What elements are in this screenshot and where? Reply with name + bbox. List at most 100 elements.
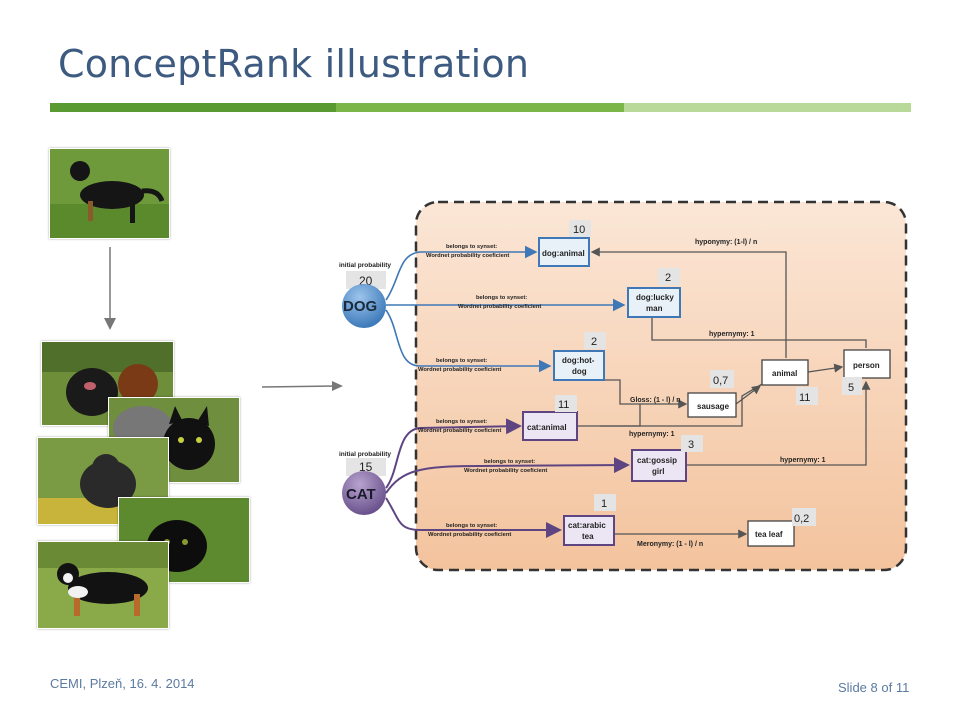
node-tea-leaf-label: tea leaf bbox=[755, 530, 783, 539]
node-tea-leaf: tea leaf 0,2 bbox=[747, 508, 816, 547]
label-hyponymy: hyponymy: (1-l) / n bbox=[695, 239, 757, 246]
node-person: person 5 bbox=[842, 349, 891, 395]
cat-initial-label: initial probability bbox=[339, 451, 391, 458]
label-gloss: Gloss: (1 - l) / n bbox=[630, 397, 681, 404]
value-box bbox=[710, 370, 734, 388]
node-dog-lucky: dog:lucky man 2 bbox=[627, 268, 681, 318]
rel-gloss bbox=[604, 379, 688, 409]
node-tea-leaf-value: 0,2 bbox=[794, 513, 809, 525]
label-hypernymy-2: hypernymy: 1 bbox=[629, 431, 675, 438]
node-dog-lucky-value: 2 bbox=[665, 272, 671, 284]
dog-node bbox=[342, 284, 386, 328]
node-cat-animal-value: 11 bbox=[558, 399, 569, 411]
photo-two-dogs bbox=[41, 341, 174, 426]
node-cat-arabic-value: 1 bbox=[601, 498, 607, 510]
node-animal-value: 11 bbox=[799, 392, 810, 404]
node-cat-arabic-label1: cat:arabic bbox=[568, 521, 606, 530]
dog-photo-icon bbox=[42, 342, 173, 425]
edge-label-3b: Wordnet probability coeficient bbox=[418, 367, 501, 373]
node-cat-gossip-label1: cat:gossip bbox=[637, 456, 677, 465]
dog-photo-icon bbox=[38, 542, 168, 628]
edge-cat-animal bbox=[385, 418, 522, 489]
node-dog-hot-label2: dog bbox=[572, 367, 587, 376]
diagram-panel bbox=[414, 200, 908, 572]
cat-node-label: CAT bbox=[346, 486, 376, 503]
node-cat-arabic: cat:arabic tea 1 bbox=[563, 494, 616, 546]
value-box bbox=[594, 494, 616, 511]
dog-initial-label: initial probability bbox=[339, 262, 391, 269]
node-dog-animal-label: dog:animal bbox=[542, 249, 585, 258]
value-box bbox=[658, 268, 680, 285]
photo-dog-black-tan bbox=[49, 148, 170, 239]
rel-animal-person bbox=[807, 363, 844, 373]
node-dog-animal-value: 10 bbox=[573, 224, 585, 236]
node-cat-gossip: cat:gossip girl 3 bbox=[631, 435, 703, 482]
edge-labels: belongs to synset: Wordnet probability c… bbox=[418, 244, 547, 538]
edge-label-5b: Wordnet probability coeficient bbox=[464, 468, 547, 474]
edge-label-6a: belongs to synset: bbox=[446, 523, 497, 529]
value-box bbox=[584, 332, 606, 349]
node-cat-arabic-label2: tea bbox=[582, 532, 594, 541]
node-cat-animal: cat:animal 11 bbox=[522, 395, 578, 441]
dog-node-label: DOG bbox=[343, 298, 377, 315]
label-hypernymy-3: hypernymy: 1 bbox=[780, 457, 826, 464]
node-dog-hot-label1: dog:hot- bbox=[562, 356, 595, 365]
cat-initial-box bbox=[346, 458, 386, 476]
edge-dog-hot bbox=[385, 309, 552, 373]
node-sausage-value: 0,7 bbox=[713, 375, 728, 387]
edge-label-5a: belongs to synset: bbox=[484, 459, 535, 465]
node-cat-animal-label: cat:animal bbox=[527, 423, 567, 432]
label-hypernymy-1: hypernymy: 1 bbox=[709, 331, 755, 338]
edge-cat-arabic bbox=[385, 497, 562, 538]
value-box bbox=[681, 435, 703, 452]
rel-catanimal-animal bbox=[600, 383, 763, 427]
value-box bbox=[569, 220, 591, 237]
node-cat-gossip-label2: girl bbox=[652, 467, 664, 476]
node-animal: animal 11 bbox=[761, 359, 818, 405]
edge-label-1a: belongs to synset: bbox=[446, 244, 497, 250]
node-dog-lucky-label2: man bbox=[646, 304, 663, 313]
photo-small-dog bbox=[37, 437, 169, 525]
node-dog-lucky-label1: dog:lucky bbox=[636, 293, 674, 302]
node-sausage: sausage 0,7 bbox=[687, 370, 737, 418]
photo-bernese-dog bbox=[37, 541, 169, 629]
flow-arrow-right bbox=[261, 385, 337, 388]
value-box bbox=[555, 395, 577, 412]
node-dog-animal: dog:animal 10 bbox=[538, 220, 591, 267]
node-sausage-label: sausage bbox=[697, 402, 730, 411]
footer-event: CEMI, Plzeň, 16. 4. 2014 bbox=[50, 676, 195, 691]
rel-gossip-person bbox=[686, 380, 871, 466]
cat-initial-value: 15 bbox=[359, 460, 373, 474]
node-person-label: person bbox=[853, 361, 880, 370]
edge-label-4b: Wordnet probability coeficient bbox=[418, 428, 501, 434]
value-box bbox=[792, 508, 816, 526]
value-box bbox=[796, 387, 818, 405]
dog-photo-icon bbox=[38, 438, 168, 524]
node-dog-hot: dog:hot- dog 2 bbox=[553, 332, 606, 381]
label-meronymy: Meronymy: (1 - l) / n bbox=[637, 541, 703, 548]
edge-label-1b: Wordnet probability coeficient bbox=[426, 253, 509, 259]
node-dog-hot-value: 2 bbox=[591, 336, 597, 348]
dog-initial-box bbox=[346, 271, 386, 289]
value-box bbox=[842, 377, 862, 395]
edge-cat-gossip bbox=[385, 457, 630, 494]
slide-title: ConceptRank illustration bbox=[58, 42, 530, 86]
edge-label-2a: belongs to synset: bbox=[476, 295, 527, 301]
edge-label-4a: belongs to synset: bbox=[436, 419, 487, 425]
rel-hypernymy-lucky bbox=[651, 318, 867, 348]
dog-photo-icon bbox=[50, 149, 169, 238]
edge-dog-animal bbox=[385, 245, 538, 301]
rel-sausage-animal bbox=[735, 385, 762, 405]
node-person-value: 5 bbox=[848, 382, 854, 394]
cat-node bbox=[342, 471, 386, 515]
node-animal-label: animal bbox=[772, 369, 797, 378]
rel-hyponymy bbox=[590, 247, 787, 358]
title-underline-bar bbox=[50, 103, 911, 112]
relation-labels: hyponymy: (1-l) / n hypernymy: 1 Gloss: … bbox=[629, 239, 826, 548]
edge-label-3a: belongs to synset: bbox=[436, 358, 487, 364]
node-cat-gossip-value: 3 bbox=[688, 439, 694, 451]
edge-label-6b: Wordnet probability coeficient bbox=[428, 532, 511, 538]
footer-slide-number: Slide 8 of 11 bbox=[838, 680, 910, 695]
edge-label-2b: Wordnet probability coeficient bbox=[458, 304, 541, 310]
